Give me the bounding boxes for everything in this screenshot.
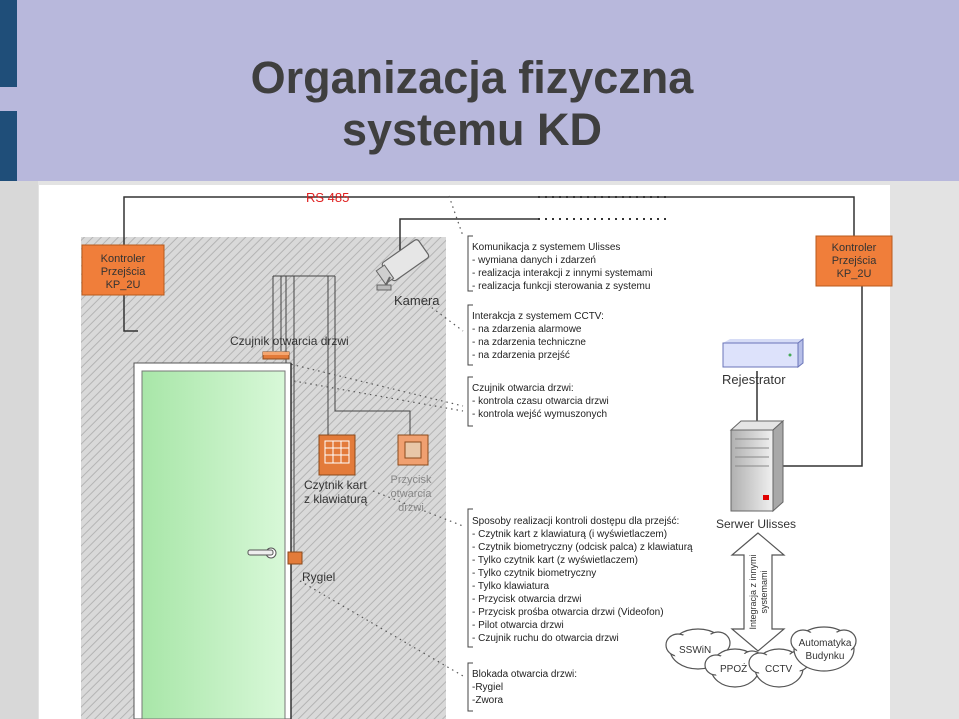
controller-right: Kontroler Przejścia KP_2U: [815, 235, 893, 287]
accent-bar: [0, 111, 17, 198]
cloud-cctv-label: CCTV: [765, 664, 793, 675]
card-reader-icon: [318, 434, 356, 476]
title-line-2: systemu KD: [341, 104, 603, 155]
accent-bar: [0, 0, 17, 87]
door-sensor-icon: [262, 351, 290, 360]
bus-wiring: [123, 196, 863, 467]
camera-label: Kamera: [394, 293, 440, 308]
exit-button-label-2: otwarcia: [391, 488, 433, 500]
cloud-ppoz-icon: [704, 648, 764, 688]
box-ulisses-line: Komunikacja z systemem Ulisses: [472, 242, 620, 253]
controller-right-line-1: Kontroler: [832, 242, 877, 254]
controller-left-line-1: Kontroler: [101, 253, 146, 265]
info-box-ulisses: Komunikacja z systemem Ulisses - wymiana…: [467, 235, 653, 292]
server-icon: [729, 419, 785, 513]
left-margin: [0, 181, 38, 719]
box-methods-line: - Tylko czytnik kart (z wyświetlaczem): [472, 555, 638, 566]
card-reader-label-1: Czytnik kart: [304, 478, 367, 492]
box-methods-line: - Tylko czytnik biometryczny: [472, 568, 596, 579]
box-ulisses-line: - realizacja funkcji sterowania z system…: [472, 281, 650, 292]
box-sensor-line: Czujnik otwarcia drzwi:: [472, 383, 574, 394]
box-methods-line: - Czytnik kart z klawiaturą (i wyświetla…: [472, 529, 667, 540]
cloud-automatyka-label-2: Budynku: [806, 651, 845, 662]
door-handle-icon: [247, 547, 277, 559]
cloud-automatyka-label-1: Automatyka: [799, 638, 852, 649]
box-methods-line: Sposoby realizacji kontroli dostępu dla …: [472, 516, 679, 527]
bolt-icon: [287, 551, 303, 565]
recorder-icon: [722, 337, 804, 369]
info-box-lock: Blokada otwarcia drzwi: -Rygiel -Zwora: [467, 662, 577, 712]
box-methods-line: - Tylko klawiatura: [472, 581, 550, 592]
box-sensor-line: - kontrola czasu otwarcia drzwi: [472, 396, 609, 407]
cloud-sswin-label: SSWiN: [679, 645, 711, 656]
diagram-area: Kontroler Przejścia KP_2U Kontroler Prze…: [38, 181, 959, 719]
exit-button-icon: [397, 434, 429, 466]
integration-label-2: systemami: [759, 570, 769, 613]
info-box-cctv: Interakcja z systemem CCTV: - na zdarzen…: [467, 304, 604, 366]
bolt-label: Rygiel: [302, 570, 335, 584]
info-box-sensor: Czujnik otwarcia drzwi: - kontrola czasu…: [467, 376, 609, 427]
camera-icon: [375, 239, 430, 291]
bus-dotted: [538, 196, 668, 220]
controller-left: Kontroler Przejścia KP_2U: [81, 244, 165, 296]
box-sensor-line: - kontrola wejść wymuszonych: [472, 409, 607, 420]
box-lock-line: Blokada otwarcia drzwi:: [472, 669, 577, 680]
box-methods-line: - Przycisk otwarcia drzwi: [472, 594, 581, 605]
title-line-1: Organizacja fizyczna: [250, 52, 694, 103]
cloud-sswin-icon: [665, 628, 731, 670]
box-cctv-line: - na zdarzenia alarmowe: [472, 324, 582, 335]
slide-title: Organizacja fizyczna systemu KD: [0, 52, 944, 156]
cloud-automatyka-icon: [790, 626, 857, 672]
card-reader-label-2: z klawiaturą: [304, 492, 368, 506]
box-lock-line: -Rygiel: [472, 682, 503, 693]
box-methods-line: - Czytnik biometryczny (odcisk palca) z …: [472, 542, 693, 553]
box-cctv-line: - na zdarzenia przejść: [472, 350, 570, 361]
box-methods-line: - Przycisk prośba otwarcia drzwi (Videof…: [472, 607, 664, 618]
box-methods-line: - Pilot otwarcia drzwi: [472, 620, 564, 631]
box-cctv-line: Interakcja z systemem CCTV:: [472, 311, 604, 322]
slide-header: [0, 0, 959, 181]
door-sensor-label: Czujnik otwarcia drzwi: [230, 334, 349, 348]
controller-right-line-3: KP_2U: [837, 268, 872, 280]
recorder-label: Rejestrator: [722, 372, 786, 387]
box-cctv-line: - na zdarzenia techniczne: [472, 337, 586, 348]
controller-right-line-2: Przejścia: [832, 255, 878, 267]
leader-lines: [285, 195, 464, 677]
box-ulisses-line: - realizacja interakcji z innymi systema…: [472, 268, 653, 279]
box-lock-line: -Zwora: [472, 695, 504, 706]
rs485-label: RS 485: [306, 190, 349, 205]
door-icon: [133, 362, 292, 719]
info-box-methods: Sposoby realizacji kontroli dostępu dla …: [467, 508, 693, 648]
box-methods-line: - Czujnik ruchu do otwarcia drzwi: [472, 633, 619, 644]
exit-button-label-3: drzwi: [398, 502, 424, 514]
server-label: Serwer Ulisses: [716, 517, 796, 531]
controller-left-line-3: KP_2U: [106, 279, 141, 291]
controller-left-line-2: Przejścia: [101, 266, 147, 278]
access-control-diagram: Kontroler Przejścia KP_2U Kontroler Prze…: [39, 185, 893, 719]
integration-arrow: Integracja z innymi systemami: [730, 532, 786, 652]
integration-label-1: Integracja z innymi: [748, 554, 758, 629]
exit-button-label-1: Przycisk: [391, 474, 432, 486]
cloud-ppoz-label: PPOŻ: [720, 662, 747, 675]
box-ulisses-line: - wymiana danych i zdarzeń: [472, 255, 596, 266]
